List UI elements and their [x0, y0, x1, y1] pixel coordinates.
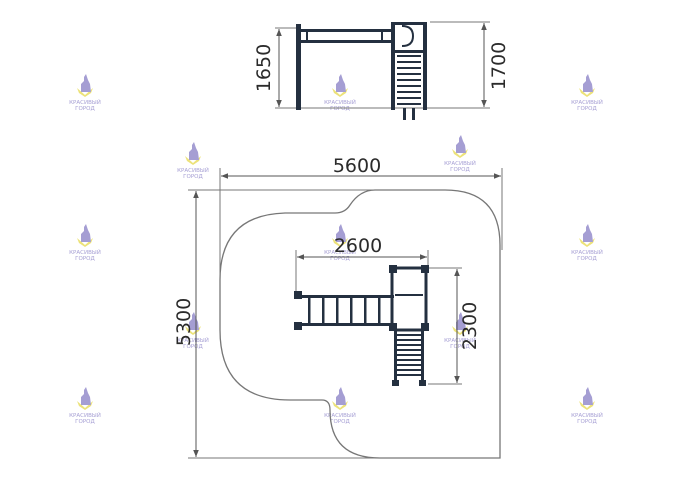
watermark-text-line2: ГОРОД	[577, 106, 597, 112]
watermark-text-line1: КРАСИВЫЙ	[324, 249, 356, 256]
plan-view: 5600 5300 2600 2300	[173, 155, 503, 459]
dim-label-plan-width: 5600	[333, 155, 381, 177]
watermark-text-line2: ГОРОД	[183, 174, 203, 180]
watermark-text-line1: КРАСИВЫЙ	[444, 160, 476, 167]
top-beam	[300, 29, 392, 32]
watermark-text-line1: КРАСИВЫЙ	[177, 337, 209, 344]
city-logo-icon	[579, 387, 595, 410]
plan-horizontal-ladder	[294, 291, 394, 330]
city-logo-icon	[579, 224, 595, 247]
watermark-text-line1: КРАСИВЫЙ	[571, 99, 603, 106]
watermark-layer: КРАСИВЫЙГОРОДКРАСИВЫЙГОРОДКРАСИВЫЙГОРОДК…	[69, 74, 603, 425]
tower-foot	[403, 108, 406, 120]
left-post	[296, 24, 301, 110]
watermark-text-line1: КРАСИВЫЙ	[324, 99, 356, 106]
watermark-text-line1: КРАСИВЫЙ	[69, 412, 101, 419]
tower-platform	[395, 50, 423, 53]
tower-post-right	[423, 22, 427, 110]
watermark-text-line2: ГОРОД	[75, 419, 95, 425]
tower-ladder	[397, 55, 421, 105]
watermark-text-line1: КРАСИВЫЙ	[444, 337, 476, 344]
watermark-text-line2: ГОРОД	[577, 256, 597, 262]
city-logo-icon	[77, 387, 93, 410]
city-logo-icon	[77, 224, 93, 247]
dim-label-side-left: 1650	[253, 44, 275, 92]
watermark-text-line2: ГОРОД	[330, 106, 350, 112]
side-view: 1650 1700	[253, 21, 510, 120]
watermark-text-line1: КРАСИВЫЙ	[571, 412, 603, 419]
tower-post-left	[391, 22, 395, 110]
watermark-text-line2: ГОРОД	[450, 344, 470, 350]
tower-curve	[401, 25, 415, 47]
watermark-text-line2: ГОРОД	[75, 256, 95, 262]
watermark-text-line1: КРАСИВЫЙ	[177, 167, 209, 174]
dim-label-side-right: 1700	[488, 42, 510, 90]
watermark-text-line2: ГОРОД	[450, 167, 470, 173]
city-logo-icon	[579, 74, 595, 97]
city-logo-icon	[185, 142, 201, 165]
top-beam-lower	[300, 40, 392, 43]
dim-label-equipment-width: 2600	[334, 235, 382, 257]
watermark-text-line1: КРАСИВЫЙ	[324, 412, 356, 419]
city-logo-icon	[332, 387, 348, 410]
tower-foot	[412, 108, 415, 120]
plan-vertical-ladder	[392, 330, 426, 386]
watermark-text-line2: ГОРОД	[330, 419, 350, 425]
watermark-text-line1: КРАСИВЫЙ	[69, 249, 101, 256]
dim-label-equipment-depth: 2300	[459, 302, 481, 350]
watermark-text-line1: КРАСИВЫЙ	[69, 99, 101, 106]
city-logo-icon	[332, 74, 348, 97]
plan-tower	[389, 265, 429, 332]
watermark-text-line2: ГОРОД	[75, 106, 95, 112]
city-logo-icon	[452, 135, 468, 158]
city-logo-icon	[77, 74, 93, 97]
city-logo-icon	[332, 224, 348, 247]
watermark-text-line2: ГОРОД	[577, 419, 597, 425]
safety-zone-outline	[219, 189, 501, 459]
watermark-text-line1: КРАСИВЫЙ	[571, 249, 603, 256]
dim-label-plan-height: 5300	[173, 298, 195, 346]
tower-top	[395, 22, 423, 25]
